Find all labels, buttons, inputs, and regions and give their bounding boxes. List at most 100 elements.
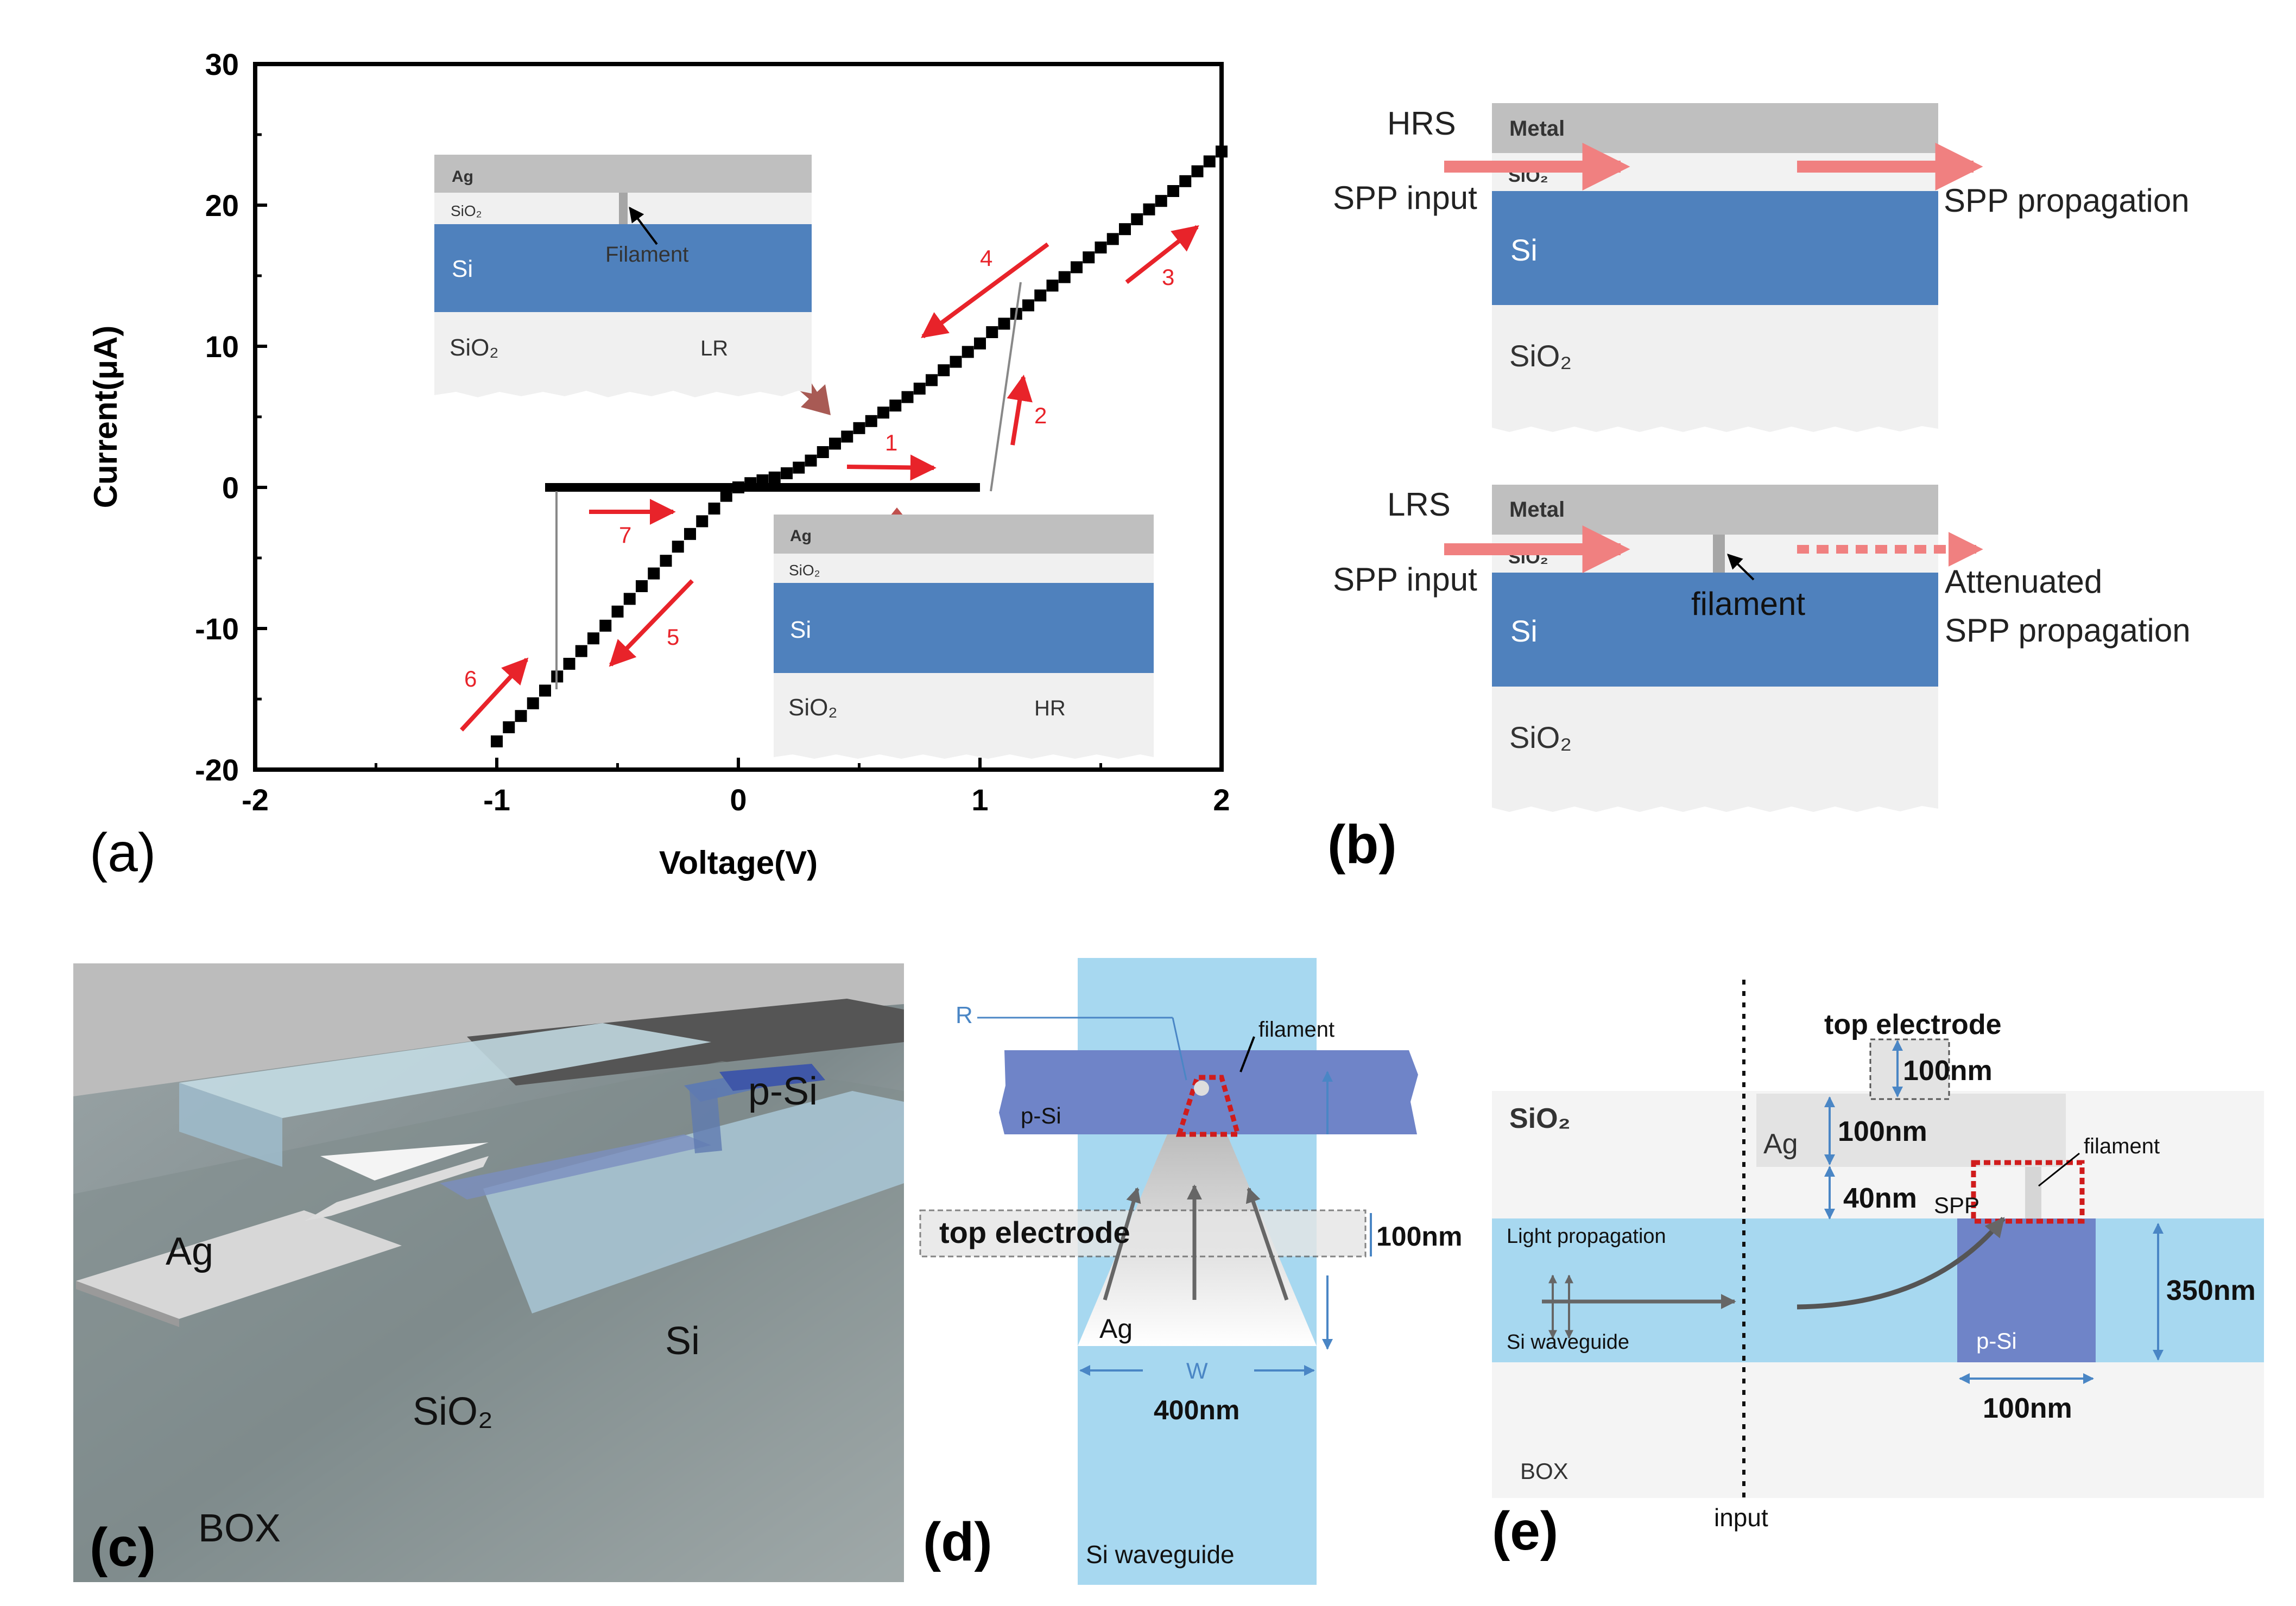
panel-a-label: (a) — [90, 822, 156, 883]
x-tick-label: -2 — [242, 783, 269, 817]
panel-b-spp-states: Metal SiO₂ Si SiO₂ HRS SPP input SPP pro… — [1327, 103, 2191, 875]
lrs-structure: Metal SiO₂ Si filament SiO₂ LRS SPP inpu… — [1333, 485, 2191, 812]
svg-text:input: input — [1714, 1503, 1768, 1532]
svg-text:p-Si: p-Si — [1021, 1103, 1061, 1128]
svg-text:BOX: BOX — [1520, 1458, 1568, 1484]
arrow-2 — [1007, 374, 1033, 446]
panel-e-label: (e) — [1492, 1501, 1558, 1561]
data-point — [817, 446, 829, 458]
svg-text:Si waveguide: Si waveguide — [1086, 1540, 1235, 1569]
data-point — [829, 437, 841, 450]
svg-text:Ag: Ag — [790, 527, 812, 545]
y-axis-label: Current(μA) — [87, 326, 124, 509]
svg-text:SiO₂: SiO₂ — [450, 334, 498, 361]
data-point — [926, 374, 938, 386]
data-point — [938, 364, 950, 377]
svg-text:Si: Si — [1510, 233, 1538, 267]
data-point — [877, 407, 889, 419]
y-tick-label: -20 — [195, 753, 239, 787]
panel-e-cross-section: top electrode 100nm SiO₂ Ag 100nm 40nm S… — [1492, 980, 2264, 1561]
data-point — [1179, 175, 1192, 187]
data-point — [1083, 251, 1095, 264]
svg-text:W: W — [1186, 1358, 1208, 1383]
panel-c-3d-device: p-Si Ag Si SiO₂ BOX (c) — [73, 963, 904, 1582]
svg-text:Ag: Ag — [1099, 1313, 1133, 1344]
data-point — [1095, 242, 1107, 253]
inset-lr-structure: Ag SiO₂ Si Filament SiO₂ LR — [434, 155, 812, 397]
svg-text:Ag: Ag — [1763, 1128, 1798, 1160]
data-point — [563, 658, 575, 670]
svg-text:100nm: 100nm — [1983, 1393, 2072, 1424]
svg-text:SPP: SPP — [1934, 1192, 1979, 1218]
svg-text:R: R — [956, 1002, 973, 1029]
data-point — [1071, 261, 1083, 274]
svg-text:LR: LR — [700, 337, 728, 360]
x-tick-label: 2 — [1213, 783, 1230, 817]
arrow-label-3: 3 — [1162, 264, 1174, 290]
data-point — [1131, 213, 1143, 225]
data-point — [648, 567, 660, 580]
y-tick-label: 0 — [222, 471, 239, 505]
y-tick-label: 20 — [205, 188, 239, 223]
p-si-bar — [999, 1050, 1418, 1134]
svg-text:Si: Si — [665, 1319, 700, 1363]
data-point — [611, 605, 624, 618]
svg-text:Metal: Metal — [1509, 498, 1565, 522]
panel-b-label: (b) — [1327, 814, 1397, 875]
svg-text:100nm: 100nm — [1376, 1221, 1462, 1252]
svg-text:Attenuated: Attenuated — [1945, 563, 2102, 600]
svg-text:100nm: 100nm — [1903, 1055, 1993, 1087]
x-tick-label: 0 — [730, 783, 747, 817]
svg-text:SPP propagation: SPP propagation — [1945, 612, 2191, 649]
svg-text:filament: filament — [1691, 586, 1805, 622]
svg-text:SiO₂: SiO₂ — [1509, 720, 1572, 754]
svg-text:100nm: 100nm — [1838, 1116, 1927, 1147]
data-point — [913, 383, 926, 395]
svg-text:Si: Si — [1510, 614, 1538, 648]
svg-text:350nm: 350nm — [2166, 1275, 2256, 1306]
arrow-4 — [921, 242, 1049, 339]
data-point — [1022, 299, 1034, 312]
data-point — [575, 645, 587, 657]
data-point — [1167, 185, 1179, 197]
data-point — [1119, 223, 1131, 236]
data-point — [986, 326, 998, 338]
data-point — [1203, 155, 1216, 168]
data-point — [889, 399, 902, 412]
data-point — [1155, 195, 1167, 207]
data-point — [781, 467, 793, 479]
svg-text:HR: HR — [1034, 696, 1066, 720]
data-point — [684, 528, 696, 540]
data-point — [587, 632, 599, 645]
transition-line — [990, 282, 1022, 492]
data-point — [962, 346, 974, 358]
arrow-label-2: 2 — [1034, 403, 1047, 428]
svg-text:Si waveguide: Si waveguide — [1507, 1331, 1629, 1354]
arrow-label-5: 5 — [667, 624, 679, 650]
svg-text:SiO₂: SiO₂ — [788, 694, 837, 721]
arrow-5 — [609, 579, 694, 667]
data-point — [623, 593, 636, 605]
svg-text:Ag: Ag — [166, 1230, 213, 1273]
panel-c-label: (c) — [90, 1517, 156, 1578]
data-point — [756, 474, 769, 486]
data-point — [599, 619, 612, 632]
data-point — [1191, 165, 1204, 177]
data-point — [503, 721, 515, 733]
data-point — [744, 477, 757, 490]
data-point — [1046, 280, 1059, 292]
data-point — [853, 422, 865, 434]
svg-text:LRS: LRS — [1387, 486, 1451, 523]
x-tick-label: -1 — [483, 783, 510, 817]
hrs-structure: Metal SiO₂ Si SiO₂ HRS SPP input SPP pro… — [1333, 103, 2190, 432]
arrow-6 — [460, 657, 529, 732]
svg-text:Ag: Ag — [452, 168, 473, 186]
data-point — [841, 430, 853, 443]
svg-text:Light propagation: Light propagation — [1507, 1225, 1666, 1248]
svg-text:SiO₂: SiO₂ — [1509, 1103, 1571, 1134]
svg-text:SPP propagation: SPP propagation — [1944, 182, 2190, 219]
data-point — [732, 481, 744, 493]
